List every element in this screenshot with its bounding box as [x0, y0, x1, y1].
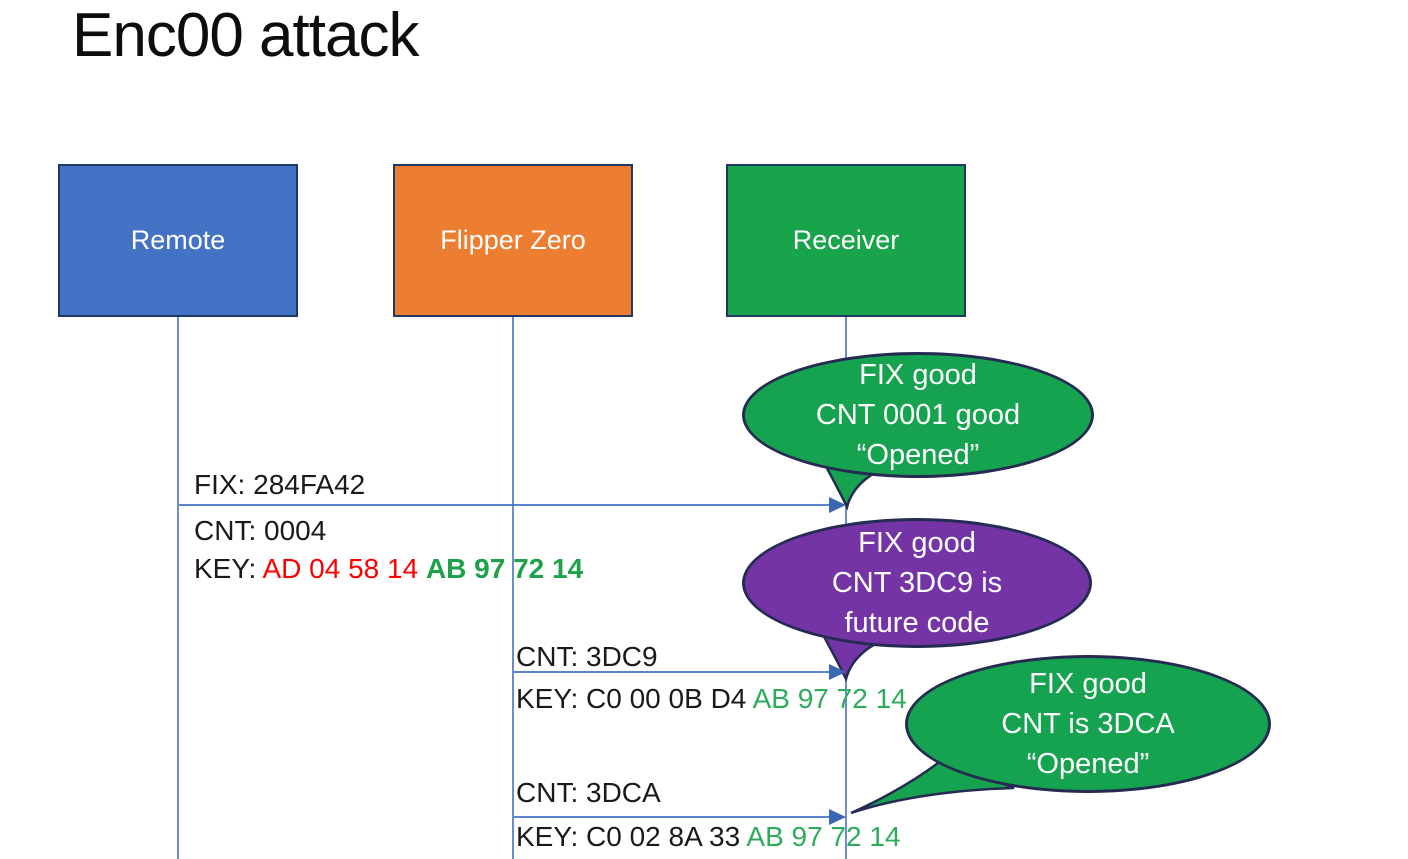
message-3-key-label: KEY: C0 02 8A 33 AB 97 72 14: [516, 821, 901, 852]
message-2-key-label: KEY: C0 00 0B D4 AB 97 72 14: [516, 683, 907, 714]
message-1-cnt-label: CNT: 0004: [194, 515, 327, 546]
actor-label-remote: Remote: [130, 225, 226, 255]
message-1-key-label: KEY: AD 04 58 14 AB 97 72 14: [194, 553, 584, 584]
callout-bubble-future-code: FIX good CNT 3DC9 is future code: [742, 518, 1092, 648]
callout-bubble-opened-2: FIX good CNT is 3DCA “Opened”: [905, 655, 1271, 793]
actor-label-flipper-zero: Flipper Zero: [440, 225, 586, 255]
message-2-cnt-label: CNT: 3DC9: [516, 641, 658, 672]
callout-line: CNT 3DC9 is: [831, 567, 1003, 599]
actor-box-remote: Remote: [58, 164, 298, 317]
message-1-fix-label: FIX: 284FA42: [194, 469, 366, 500]
callout-line: future code: [844, 607, 990, 639]
callout-line: “Opened”: [1026, 748, 1150, 780]
callout-line: “Opened”: [856, 439, 980, 471]
callout-line: FIX good: [858, 527, 976, 559]
arrowhead-2: [829, 664, 846, 680]
page-title: Enc00 attack: [72, 1, 419, 70]
callout-line: FIX good: [859, 359, 977, 391]
actor-box-receiver: Receiver: [726, 164, 966, 317]
callout-line: CNT is 3DCA: [1001, 708, 1175, 740]
message-3-cnt-label: CNT: 3DCA: [516, 777, 661, 808]
arrowhead-3: [829, 809, 846, 825]
arrowhead-1: [829, 497, 846, 513]
actor-label-receiver: Receiver: [792, 225, 900, 255]
callout-bubble-opened-1: FIX good CNT 0001 good “Opened”: [742, 352, 1094, 478]
callout-line: FIX good: [1029, 668, 1147, 700]
actor-box-flipper-zero: Flipper Zero: [393, 164, 633, 317]
callout-line: CNT 0001 good: [815, 399, 1021, 431]
